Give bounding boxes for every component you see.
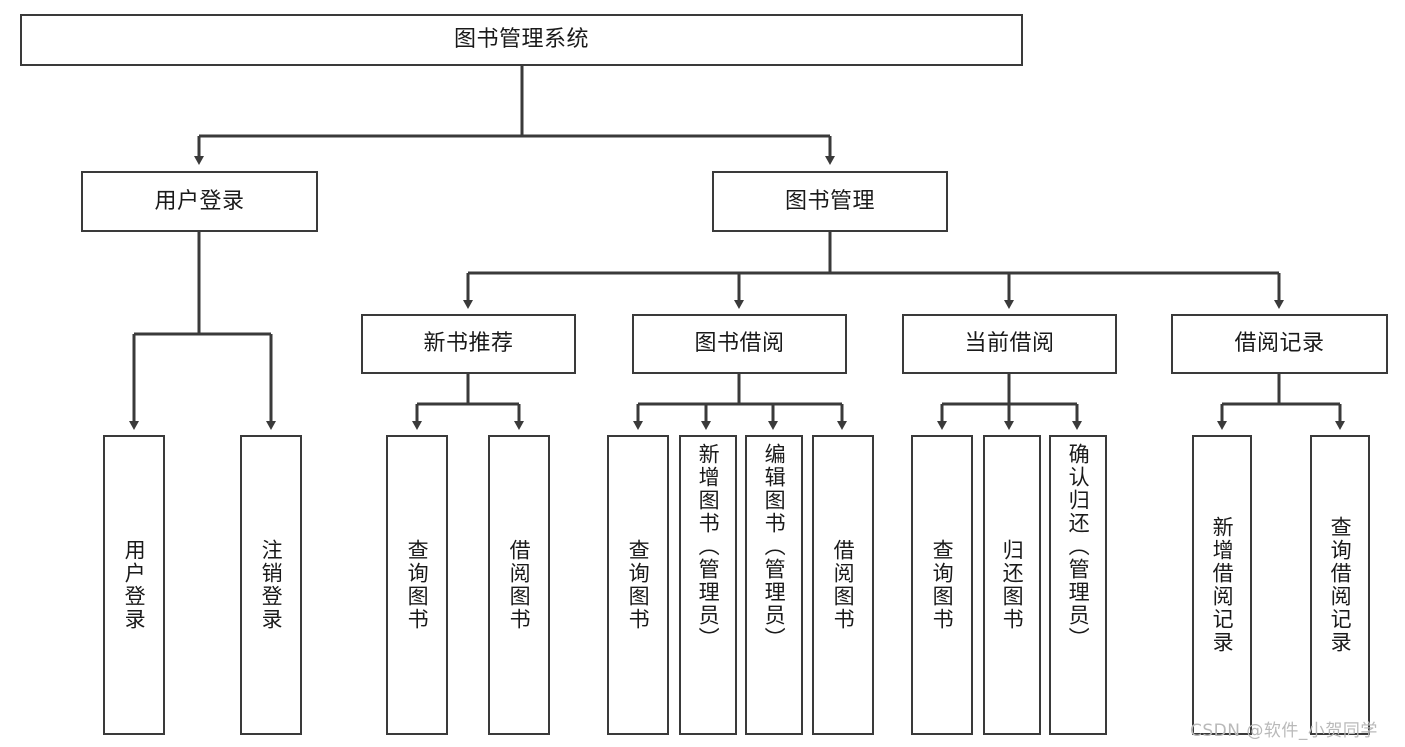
leaf-label: 借阅图书 bbox=[831, 539, 856, 631]
leaf-new-book-query-book[interactable]: 查询图书 bbox=[386, 435, 448, 735]
leaf-user-login-logout[interactable]: 注销登录 bbox=[240, 435, 302, 735]
node-current-borrow-label: 当前借阅 bbox=[964, 331, 1055, 357]
leaf-label: 查询借阅记录 bbox=[1328, 516, 1353, 654]
leaf-label: 归还图书 bbox=[1000, 539, 1025, 631]
leaf-borrow-record-add-record[interactable]: 新增借阅记录 bbox=[1192, 435, 1252, 735]
leaf-label: 查询图书 bbox=[930, 539, 955, 631]
leaf-current-borrow-confirm-return-admin[interactable]: 确认归还（管理员） bbox=[1049, 435, 1107, 735]
node-borrow-record[interactable]: 借阅记录 bbox=[1171, 314, 1388, 374]
leaf-book-borrow-borrow-book[interactable]: 借阅图书 bbox=[812, 435, 874, 735]
node-current-borrow[interactable]: 当前借阅 bbox=[902, 314, 1117, 374]
leaf-book-borrow-edit-book-admin[interactable]: 编辑图书（管理员） bbox=[745, 435, 803, 735]
node-new-book-recommend-label: 新书推荐 bbox=[423, 331, 514, 357]
leaf-label: 查询图书 bbox=[626, 539, 651, 631]
leaf-label: 新增借阅记录 bbox=[1210, 516, 1235, 654]
node-book-borrow-label: 图书借阅 bbox=[694, 331, 785, 357]
node-root-book-management-system[interactable]: 图书管理系统 bbox=[20, 14, 1023, 66]
leaf-label: 借阅图书 bbox=[507, 539, 532, 631]
leaf-label: 新增图书（管理员） bbox=[696, 443, 721, 650]
node-book-management[interactable]: 图书管理 bbox=[712, 171, 948, 232]
node-new-book-recommend[interactable]: 新书推荐 bbox=[361, 314, 576, 374]
leaf-current-borrow-query-book[interactable]: 查询图书 bbox=[911, 435, 973, 735]
leaf-user-login-login[interactable]: 用户登录 bbox=[103, 435, 165, 735]
leaf-current-borrow-return-book[interactable]: 归还图书 bbox=[983, 435, 1041, 735]
node-book-management-label: 图书管理 bbox=[784, 188, 875, 214]
leaf-label: 编辑图书（管理员） bbox=[762, 443, 787, 650]
node-user-login[interactable]: 用户登录 bbox=[81, 171, 318, 232]
leaf-book-borrow-add-book-admin[interactable]: 新增图书（管理员） bbox=[679, 435, 737, 735]
leaf-new-book-borrow-book[interactable]: 借阅图书 bbox=[488, 435, 550, 735]
node-root-label: 图书管理系统 bbox=[453, 27, 589, 53]
leaf-label: 注销登录 bbox=[259, 539, 284, 631]
leaf-label: 用户登录 bbox=[122, 539, 147, 631]
leaf-label: 确认归还（管理员） bbox=[1066, 443, 1091, 650]
csdn-watermark: CSDN @软件_小贺同学 bbox=[1190, 721, 1378, 741]
node-book-borrow[interactable]: 图书借阅 bbox=[632, 314, 847, 374]
node-borrow-record-label: 借阅记录 bbox=[1234, 331, 1325, 357]
node-user-login-label: 用户登录 bbox=[154, 188, 245, 214]
leaf-label: 查询图书 bbox=[405, 539, 430, 631]
leaf-book-borrow-query-book[interactable]: 查询图书 bbox=[607, 435, 669, 735]
leaf-borrow-record-query-record[interactable]: 查询借阅记录 bbox=[1310, 435, 1370, 735]
